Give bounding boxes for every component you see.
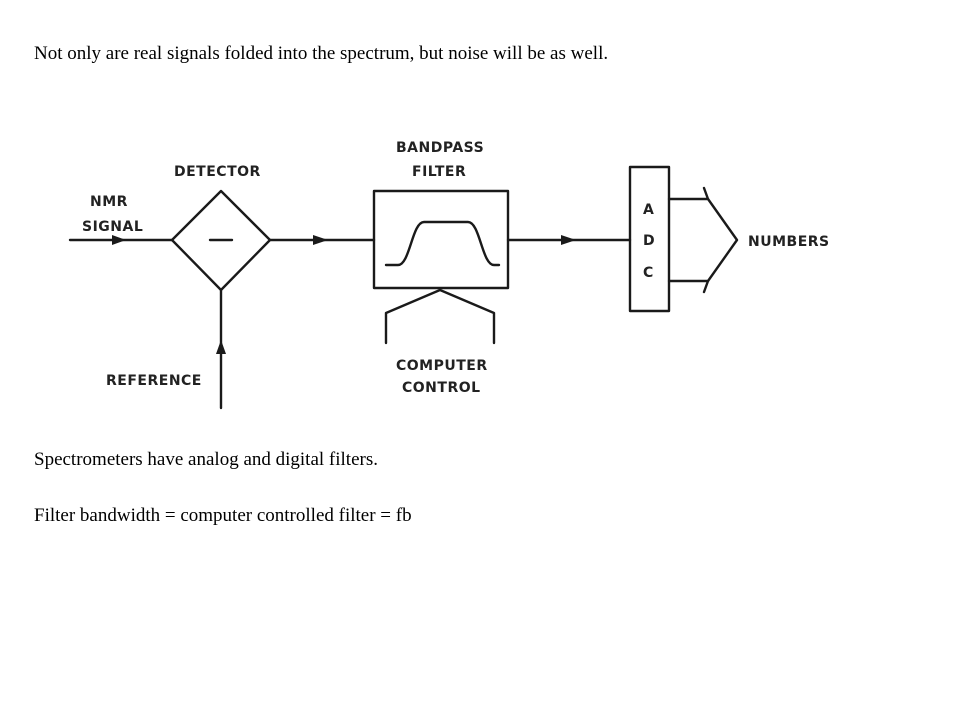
nmr-signal-label-line2: SIGNAL	[82, 219, 143, 235]
output-arrow	[667, 197, 739, 283]
adc-box	[628, 165, 671, 313]
computer-control-label-line1: COMPUTER	[396, 358, 488, 374]
adc-letter-c: C	[643, 265, 654, 281]
nmr-signal-arrow	[112, 235, 126, 245]
detector-label: DETECTOR	[174, 164, 261, 180]
bandpass-filter-label-line1: BANDPASS	[396, 140, 484, 156]
nmr-signal-label-line1: NMR	[90, 194, 128, 210]
bandwidth-text: Filter bandwidth = computer controlled f…	[34, 505, 412, 526]
bandpass-filter-box	[372, 189, 510, 290]
detector-to-filter-arrow	[313, 235, 328, 245]
adc-letter-a: A	[643, 202, 654, 218]
numbers-label: NUMBERS	[748, 234, 830, 250]
filters-text: Spectrometers have analog and digital fi…	[34, 449, 378, 470]
output-arrow-notch-top	[702, 186, 710, 201]
output-arrow-notch-bottom	[702, 279, 710, 294]
filter-to-adc-arrow	[561, 235, 576, 245]
bandpass-filter-label-line2: FILTER	[412, 164, 466, 180]
computer-control-fork	[384, 288, 496, 345]
intro-text: Not only are real signals folded into th…	[34, 43, 609, 64]
computer-control-label-line2: CONTROL	[402, 380, 481, 396]
spectrometer-block-diagram: NMR SIGNAL DETECTOR REFERENCE BANDPASS F…	[68, 140, 830, 410]
bandpass-curve	[384, 220, 501, 267]
reference-label: REFERENCE	[106, 373, 202, 389]
adc-letter-d: D	[643, 233, 655, 249]
reference-arrow	[216, 340, 226, 354]
